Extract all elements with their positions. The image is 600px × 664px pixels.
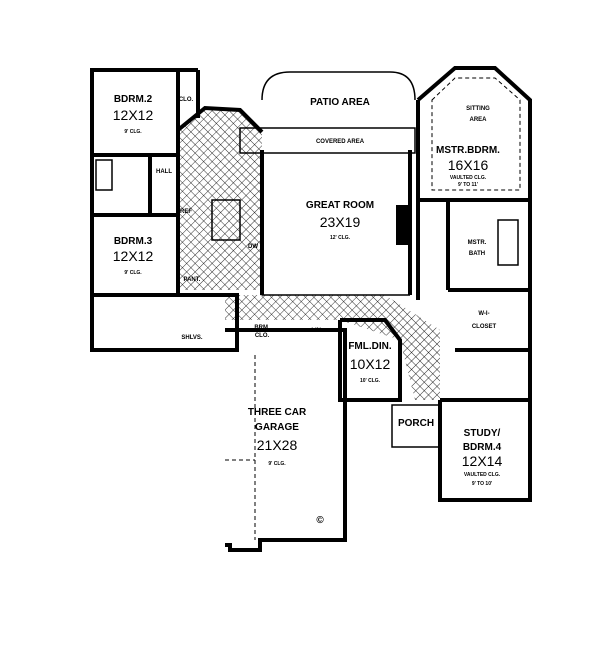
bdrm3-size: 12X12 (113, 248, 154, 264)
bdrm3-ceiling: 9' CLG. (124, 270, 142, 276)
garage-label-1: THREE CAR (248, 407, 307, 418)
dining-label: FML.DIN. (348, 341, 392, 352)
great-room-ceiling: 12' CLG. (330, 235, 351, 241)
copyright-symbol: © (316, 515, 324, 526)
dishwasher-label: DW (248, 244, 258, 250)
closet-label-2: CLOSET (472, 324, 497, 330)
great-room-size: 23X19 (320, 214, 361, 230)
master-ceiling-2: 9' TO 11' (458, 182, 478, 188)
bdrm2-ceiling: 9' CLG. (124, 129, 142, 135)
kitchen-floor (180, 108, 262, 290)
bdrm3-label: BDRM.3 (114, 236, 153, 247)
porch (391, 404, 441, 448)
shelves-label: SHLVS. (181, 335, 203, 341)
garage-ceiling: 9' CLG. (268, 461, 286, 467)
bath-walls (90, 153, 152, 217)
dining-ceiling: 10' CLG. (360, 378, 381, 384)
study-size: 12X14 (462, 453, 503, 469)
study-ceiling-2: 9' TO 10' (472, 481, 492, 487)
tub (95, 159, 113, 191)
fireplace (396, 205, 410, 245)
gallery-floor (225, 295, 440, 400)
great-room-label: GREAT ROOM (306, 200, 374, 211)
pantry-label: PANT. (184, 277, 201, 283)
garage-size: 21X28 (257, 437, 298, 453)
sitting-label-2: AREA (469, 117, 487, 123)
master-size: 16X16 (448, 157, 489, 173)
closet-label-1: W-I- (478, 311, 489, 317)
linen-label: LIN. (311, 328, 323, 334)
kitchen-island (211, 199, 241, 241)
master-bath-label-1: MSTR. (468, 240, 487, 246)
bdrm2-label: BDRM.2 (114, 94, 153, 105)
utility-walls (90, 293, 239, 352)
covered-area (239, 127, 416, 154)
hall-label: HALL (156, 169, 172, 175)
bdrm2-size: 12X12 (113, 107, 154, 123)
study-label-2: BDRM.4 (463, 442, 502, 453)
master-walls (416, 66, 532, 502)
garage-label-2: GARAGE (255, 422, 299, 433)
master-tub (497, 219, 519, 266)
sitting-label-1: SITTING (466, 106, 490, 112)
covered-area-label: COVERED AREA (316, 139, 365, 145)
patio-label: PATIO AREA (310, 97, 370, 108)
dining-size: 10X12 (350, 356, 391, 372)
broom-closet-label-1: BRM. (254, 325, 270, 331)
porch-label: PORCH (398, 418, 434, 429)
garage-walls (225, 328, 347, 552)
broom-closet-label-2: CLO. (255, 333, 270, 339)
closet-label: CLO. (179, 97, 194, 103)
master-label: MSTR.BDRM. (436, 145, 500, 156)
study-label-1: STUDY/ (464, 428, 501, 439)
study-ceiling-1: VAULTED CLG. (464, 472, 501, 478)
master-bath-label-2: BATH (469, 251, 485, 257)
ref-label: REF (180, 209, 192, 215)
master-ceiling-1: VAULTED CLG. (450, 175, 487, 181)
dining-walls (338, 318, 402, 402)
patio-area (261, 71, 416, 101)
